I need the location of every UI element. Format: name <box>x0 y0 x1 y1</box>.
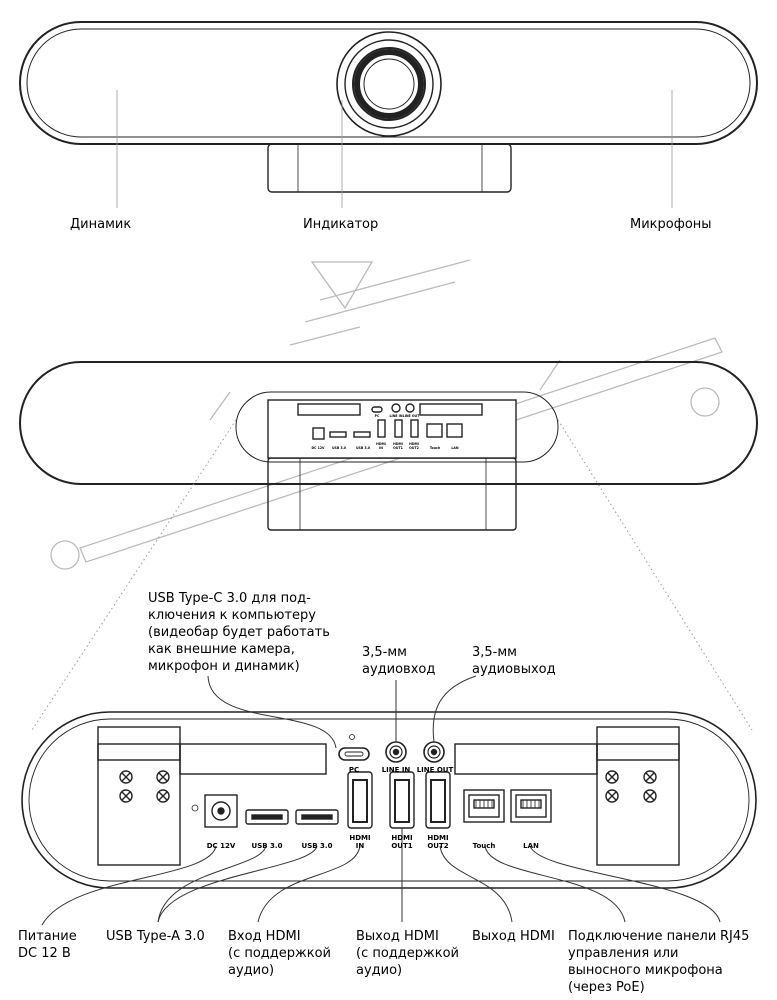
small-port-label-hdmi-in: HDMI IN <box>376 442 386 450</box>
callout-hdmi-in: Вход HDMI (с поддержкой аудио) <box>228 929 331 978</box>
usb-a-port-2 <box>295 809 339 825</box>
port-label-hdmi-in: HDMI IN <box>349 834 371 850</box>
small-port-label-hdmi-out2: HDMI OUT2 <box>409 442 419 450</box>
callout-power: Питание DC 12 В <box>18 929 77 961</box>
small-port-label-touch: Touch <box>429 446 441 450</box>
small-port-label-lan: LAN <box>451 446 459 450</box>
small-port-label-dc: DC 12V <box>311 446 325 450</box>
hdmi-in-port <box>347 771 373 829</box>
small-port-label-line-out: LINE OUT <box>402 414 420 418</box>
soundbar-back-view <box>19 361 758 531</box>
small-port-label-usb1: USB 3.0 <box>331 446 347 450</box>
port-label-pc: PC <box>348 766 360 774</box>
port-label-touch: Touch <box>472 842 496 850</box>
hdmi-out2-port <box>425 771 451 829</box>
small-port-label-pc: PC <box>374 414 380 418</box>
line-in-jack <box>385 741 407 763</box>
port-label-hdmi-out1: HDMI OUT1 <box>391 834 413 850</box>
callout-usb-c: USB Type-C 3.0 для под- ключения к компь… <box>148 591 330 674</box>
port-label-hdmi-out2: HDMI OUT2 <box>427 834 449 850</box>
hdmi-out1-port <box>389 771 415 829</box>
port-label-usb1: USB 3.0 <box>251 842 283 850</box>
callout-hdmi-out-audio: Выход HDMI (с поддержкой аудио) <box>356 929 459 978</box>
rj45-touch-port <box>463 789 505 823</box>
soundbar-top-view <box>19 21 758 208</box>
callout-audio-in: 3,5-мм аудиовход <box>362 645 436 677</box>
rj45-lan-port <box>510 789 552 823</box>
callout-hdmi-out: Выход HDMI <box>472 929 555 944</box>
small-port-label-line-in: LINE IN <box>389 414 403 418</box>
camera-lens-icon <box>336 31 442 137</box>
small-port-label-usb2: USB 3.0 <box>355 446 371 450</box>
callout-rj45: RJ45 <box>720 929 750 944</box>
port-label-line-in: LINE IN <box>381 766 411 774</box>
port-label-lan: LAN <box>523 842 539 850</box>
speaker-label: Динамик <box>70 217 132 232</box>
back-panel-detail <box>21 711 757 889</box>
dc-power-port <box>204 794 238 828</box>
port-label-usb2: USB 3.0 <box>301 842 333 850</box>
line-out-jack <box>423 741 445 763</box>
callout-audio-out: 3,5-мм аудиовыход <box>472 645 556 677</box>
indicator-label: Индикатор <box>303 217 379 232</box>
port-label-line-out: LINE OUT <box>416 766 454 774</box>
usb-a-port-1 <box>245 809 289 825</box>
usb-c-port <box>338 747 370 761</box>
mics-label: Микрофоны <box>630 217 712 232</box>
callout-usb-a: USB Type-A 3.0 <box>106 929 205 944</box>
port-label-dc: DC 12V <box>206 842 236 850</box>
small-port-label-hdmi-out1: HDMI OUT1 <box>393 442 403 450</box>
screw-icon <box>119 770 657 803</box>
callout-touch: Подключение панели управления или выносн… <box>568 929 723 995</box>
